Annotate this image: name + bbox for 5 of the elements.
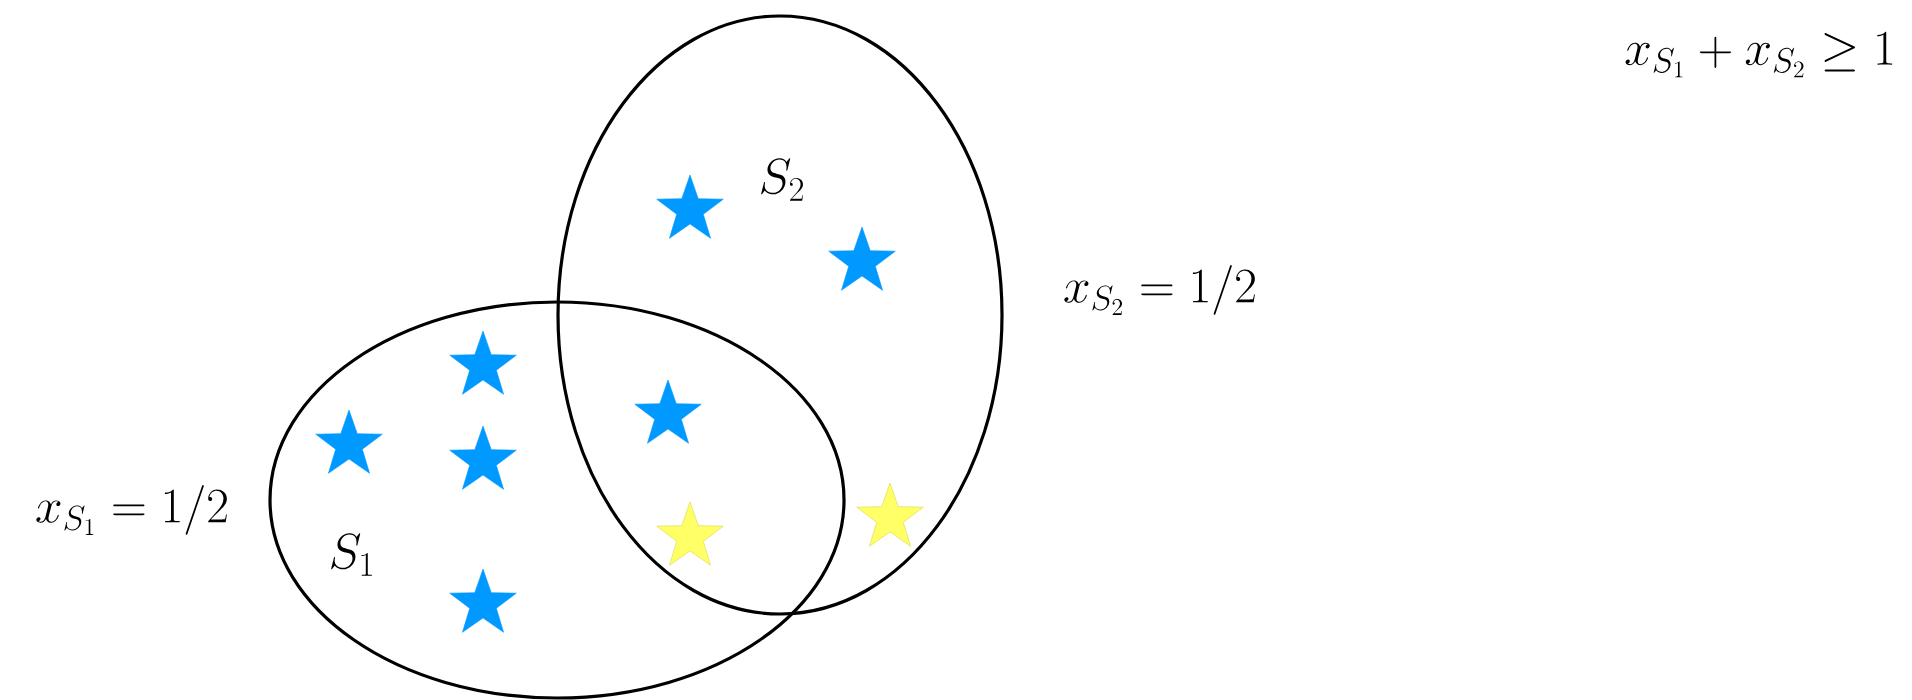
set-label: $S_1$ xyxy=(331,533,372,576)
set-label: $S_2$ xyxy=(761,158,803,201)
constraint-label: $x_{S_1} + x_{S_2} \geq 1$ xyxy=(1625,31,1893,78)
variable-label: $x_{S_1} = 1/2$ xyxy=(36,485,227,535)
variable-label: $x_{S_2} = 1/2$ xyxy=(1064,265,1255,315)
